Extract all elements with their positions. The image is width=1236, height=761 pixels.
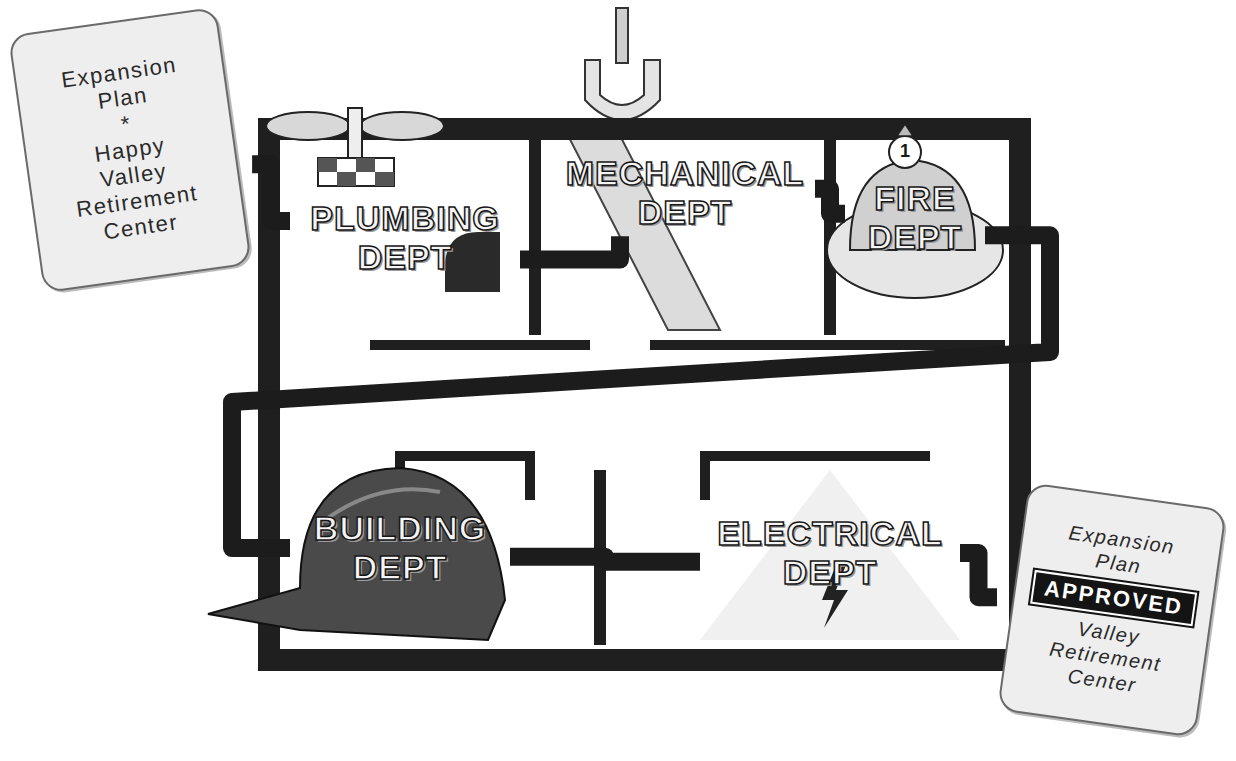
approval-route — [232, 235, 1050, 548]
electrical-label-box: ELECTRICAL DEPT — [700, 510, 960, 596]
plumbing-label-box: PLUMBING DEPT — [290, 195, 520, 281]
approved-card: Expansion PlanAPPROVEDValley Retirement … — [997, 482, 1227, 738]
approval-route — [960, 553, 997, 597]
approved-stamp: APPROVED — [1030, 570, 1197, 626]
plan-card: Expansion Plan*Happy Valley Retirement C… — [8, 7, 252, 294]
department-label: BUILDING DEPT — [294, 509, 506, 587]
fire-helmet-icon — [827, 124, 1003, 298]
building-label-box: BUILDING DEPT — [290, 505, 510, 591]
card-text: Happy Valley Retirement Center — [59, 127, 212, 249]
approval-route — [252, 164, 290, 221]
card-text: Expansion Plan — [48, 50, 194, 121]
card-text: Valley Retirement Center — [1031, 611, 1180, 702]
department-label: FIRE DEPT — [849, 179, 981, 257]
warning-triangle-icon — [700, 470, 960, 640]
badge-number: 1 — [895, 141, 915, 162]
mechanical-label-box: MECHANICAL DEPT — [555, 150, 815, 236]
approval-route — [520, 236, 620, 259]
department-label: MECHANICAL DEPT — [559, 154, 811, 232]
approval-route — [815, 189, 845, 214]
approval-route — [510, 557, 700, 562]
department-label: ELECTRICAL DEPT — [704, 514, 956, 592]
fire-label-box: FIRE DEPT — [845, 175, 985, 261]
department-label: PLUMBING DEPT — [294, 199, 516, 277]
